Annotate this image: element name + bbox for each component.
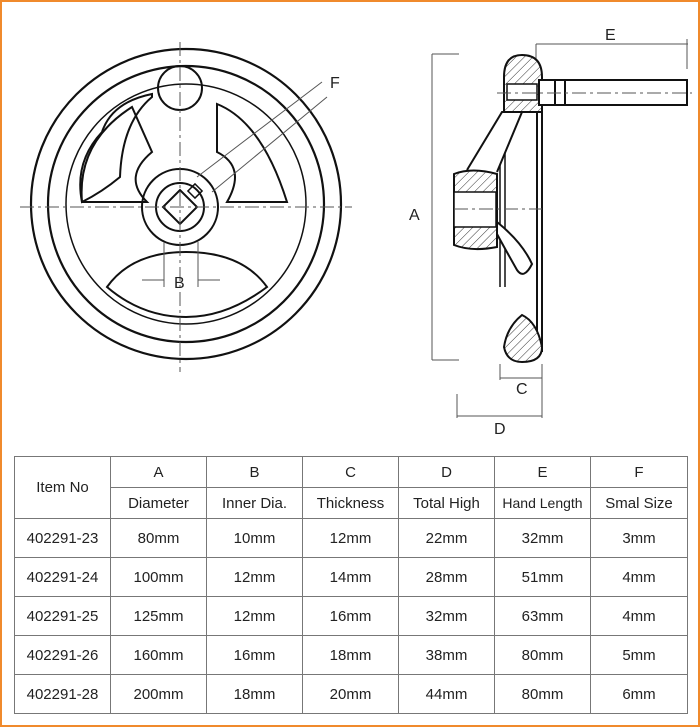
- handwheel-technical-drawing: B F A E C D: [20, 27, 692, 438]
- cell-diameter: 80mm: [110, 518, 207, 558]
- cell-inner-dia: 18mm: [206, 674, 303, 714]
- label-c: C: [516, 381, 528, 398]
- label-a: A: [409, 207, 420, 224]
- cell-diameter: 200mm: [110, 674, 207, 714]
- front-view-centerlines: [20, 42, 352, 372]
- cell-smal-size: 6mm: [590, 674, 688, 714]
- label-e: E: [605, 27, 616, 44]
- cell-total-high: 32mm: [398, 596, 495, 636]
- cell-smal-size: 5mm: [590, 635, 688, 675]
- header-smal-size: Smal Size: [590, 487, 688, 519]
- cell-hand-length: 32mm: [494, 518, 591, 558]
- cell-total-high: 28mm: [398, 557, 495, 597]
- cell-total-high: 38mm: [398, 635, 495, 675]
- header-row-letters: Item No A B C D E F: [14, 456, 688, 519]
- header-row-names: Diameter Inner Dia. Thickness Total High…: [15, 487, 688, 519]
- cell-hand-length: 80mm: [494, 674, 591, 714]
- label-d: D: [494, 421, 506, 438]
- cell-item-no: 402291-25: [14, 596, 111, 636]
- cell-item-no: 402291-23: [14, 518, 111, 558]
- header-total-high: Total High: [398, 487, 495, 519]
- cell-inner-dia: 12mm: [206, 596, 303, 636]
- header-f: F: [590, 456, 688, 488]
- cell-diameter: 125mm: [110, 596, 207, 636]
- cell-total-high: 22mm: [398, 518, 495, 558]
- header-diameter: Diameter: [110, 487, 207, 519]
- cell-thickness: 16mm: [302, 596, 399, 636]
- cell-item-no: 402291-26: [14, 635, 111, 675]
- cell-item-no: 402291-24: [14, 557, 111, 597]
- cell-hand-length: 51mm: [494, 557, 591, 597]
- header-a: A: [110, 456, 207, 488]
- front-view: [29, 47, 343, 361]
- side-view: [453, 53, 688, 364]
- header-item-no: Item No: [14, 456, 111, 519]
- cell-thickness: 18mm: [302, 635, 399, 675]
- cell-total-high: 44mm: [398, 674, 495, 714]
- header-hand-length: Hand Length: [494, 487, 591, 519]
- label-b: B: [174, 275, 185, 292]
- header-inner-dia: Inner Dia.: [206, 487, 303, 519]
- cell-thickness: 20mm: [302, 674, 399, 714]
- header-thickness: Thickness: [302, 487, 399, 519]
- cell-smal-size: 4mm: [590, 596, 688, 636]
- cell-inner-dia: 10mm: [206, 518, 303, 558]
- cell-diameter: 160mm: [110, 635, 207, 675]
- cell-inner-dia: 12mm: [206, 557, 303, 597]
- cell-diameter: 100mm: [110, 557, 207, 597]
- cell-item-no: 402291-28: [14, 674, 111, 714]
- cell-thickness: 12mm: [302, 518, 399, 558]
- side-view-centerlines: [454, 92, 692, 210]
- dimension-lines: [142, 39, 688, 418]
- label-f: F: [330, 75, 340, 92]
- spec-table: Item No A B C D E F Diameter Inner Dia. …: [14, 456, 688, 714]
- header-d: D: [398, 456, 495, 488]
- cell-smal-size: 4mm: [590, 557, 688, 597]
- header-e: E: [494, 456, 591, 488]
- cell-inner-dia: 16mm: [206, 635, 303, 675]
- cell-smal-size: 3mm: [590, 518, 688, 558]
- cell-hand-length: 80mm: [494, 635, 591, 675]
- cell-thickness: 14mm: [302, 557, 399, 597]
- cell-hand-length: 63mm: [494, 596, 591, 636]
- header-c: C: [302, 456, 399, 488]
- header-b: B: [206, 456, 303, 488]
